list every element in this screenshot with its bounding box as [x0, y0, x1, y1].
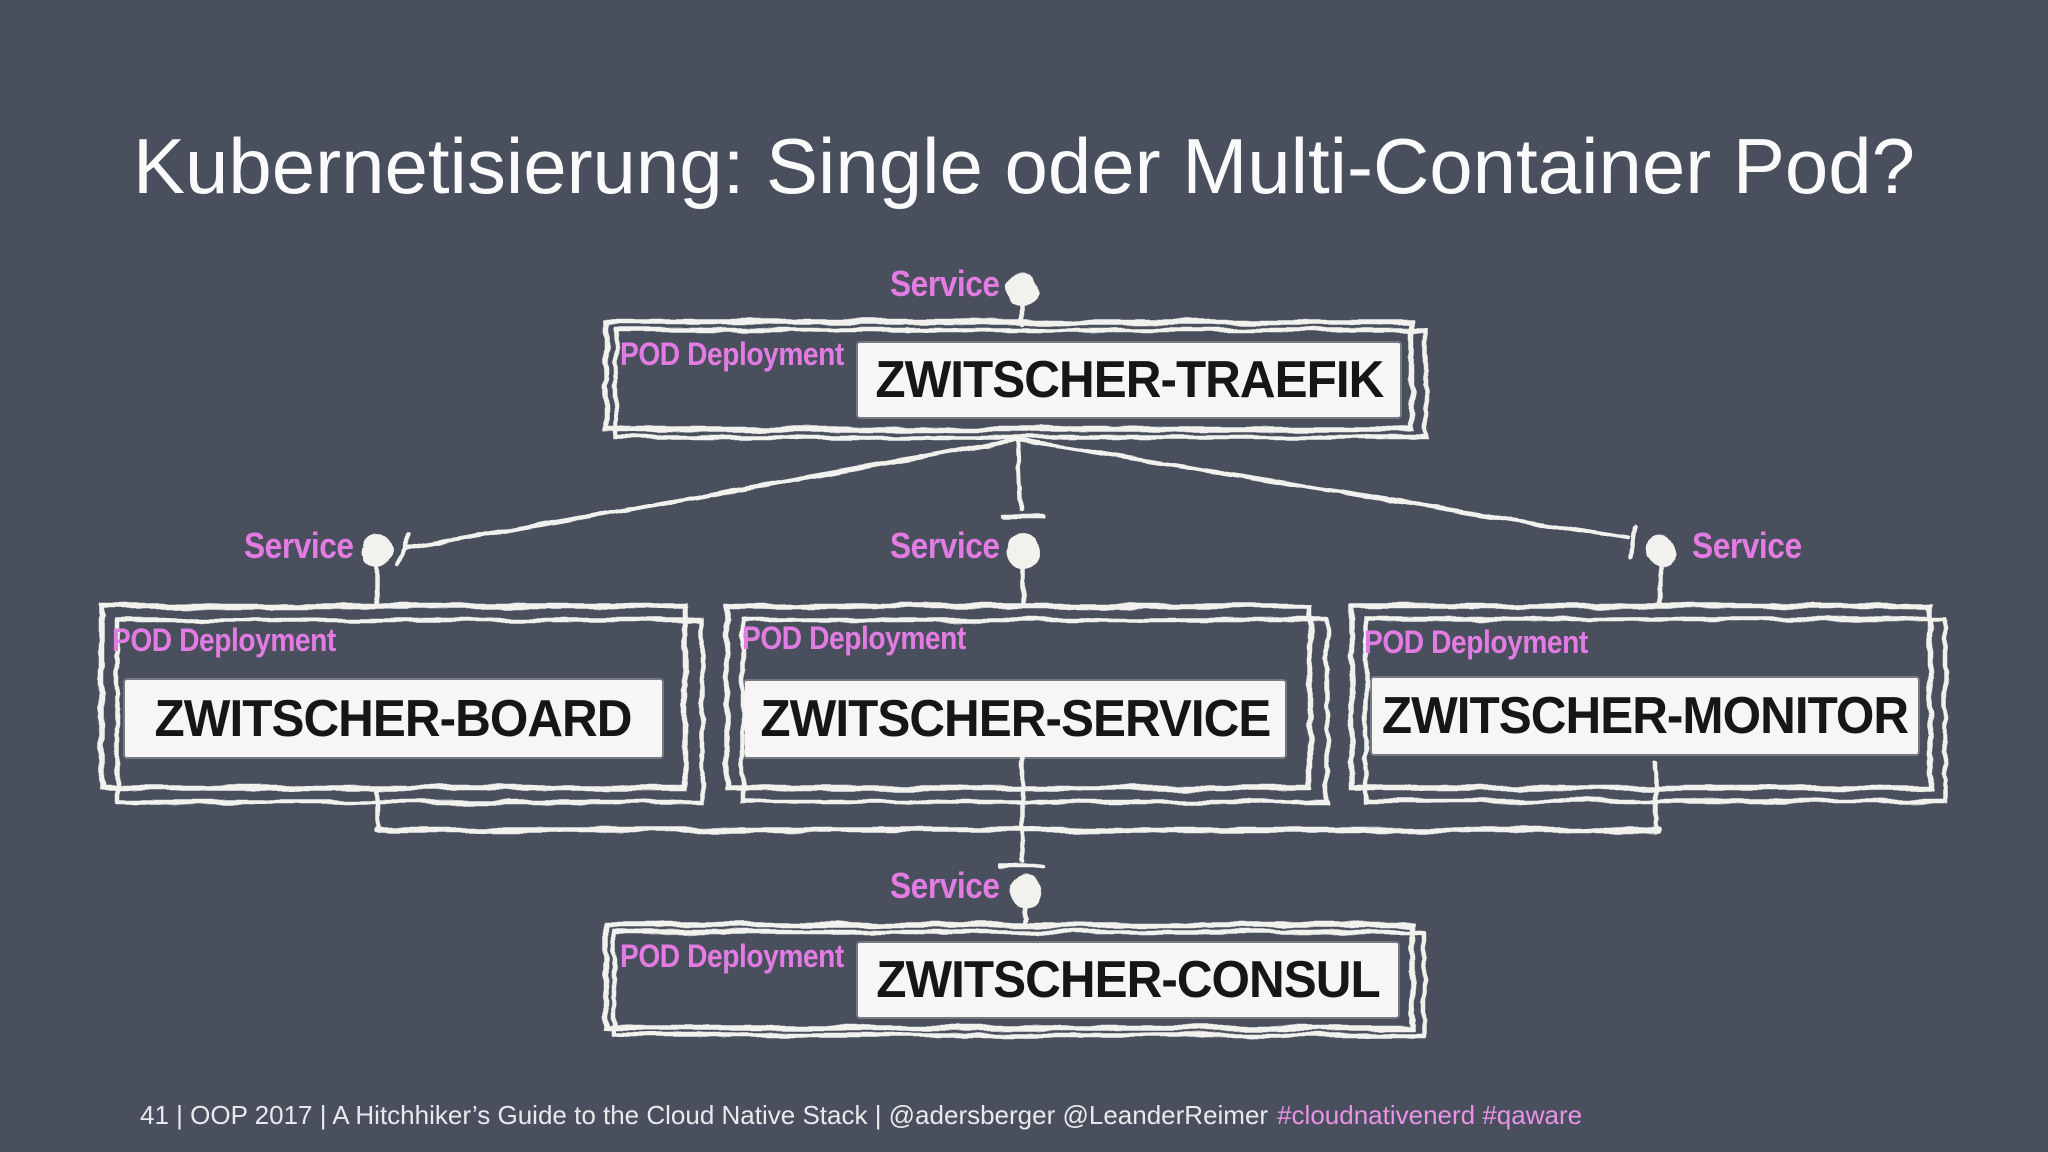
- service-label-service: Service: [890, 525, 1000, 566]
- slide-title: Kubernetisierung: Single oder Multi-Cont…: [132, 122, 1916, 210]
- service-label-board: Service: [244, 525, 354, 566]
- pod-deployment-label-monitor: POD Deployment: [1364, 624, 1588, 660]
- service-label-monitor: Service: [1692, 525, 1802, 566]
- slide-footer: 41 | OOP 2017 | A Hitchhiker’s Guide to …: [140, 1100, 1582, 1131]
- service-lollipop-icon-board: [361, 535, 393, 567]
- container-name-plate-traefik: ZWITSCHER-TRAEFIK: [858, 343, 1400, 417]
- pod-deployment-label-consul: POD Deployment: [620, 938, 844, 974]
- footer-text: 41 | OOP 2017 | A Hitchhiker’s Guide to …: [140, 1100, 1269, 1130]
- pod-box-board-outline: [99, 603, 688, 791]
- pod-box-consul-outline: [603, 922, 1415, 1031]
- container-name-plate-service: ZWITSCHER-SERVICE: [745, 681, 1285, 757]
- socket-tbar-board: [396, 530, 413, 568]
- container-name-traefik: ZWITSCHER-TRAEFIK: [875, 351, 1384, 409]
- service-lollipop-icon-monitor: [1645, 535, 1677, 567]
- pod-box-monitor-outline: [1349, 603, 1933, 791]
- pod-box-service-outline-2: [740, 617, 1330, 805]
- pod-deployment-label-traefik: POD Deployment: [620, 336, 844, 372]
- service-lollipop-icon-consul: [1010, 875, 1042, 907]
- footer-hashtags: #cloudnativenerd #qaware: [1277, 1100, 1583, 1130]
- container-name-plate-monitor: ZWITSCHER-MONITOR: [1372, 678, 1918, 754]
- pod-box-board-outline-2: [114, 617, 705, 805]
- container-name-service: ZWITSCHER-SERVICE: [760, 690, 1271, 748]
- connector-traefik-to-service: [1015, 437, 1024, 513]
- pod-deployment-label-board: POD Deployment: [112, 622, 336, 658]
- container-name-plate-consul: ZWITSCHER-CONSUL: [858, 943, 1398, 1017]
- container-name-plate-board: ZWITSCHER-BOARD: [125, 680, 662, 757]
- service-lollipop-icon-traefik: [1005, 272, 1039, 306]
- container-name-board: ZWITSCHER-BOARD: [155, 689, 633, 748]
- container-name-consul: ZWITSCHER-CONSUL: [876, 951, 1380, 1009]
- connector-traefik-to-board: [402, 437, 1019, 552]
- service-label-traefik: Service: [890, 263, 1000, 304]
- service-label-consul: Service: [890, 865, 1000, 906]
- connector-traefik-to-monitor: [1013, 437, 1630, 541]
- pod-box-traefik-outline-2: [613, 327, 1429, 440]
- pod-box-service-outline: [724, 603, 1313, 791]
- service-lollipop-icon-service: [1007, 534, 1041, 568]
- pod-box-traefik-outline: [603, 319, 1415, 432]
- container-name-monitor: ZWITSCHER-MONITOR: [1381, 687, 1909, 745]
- pod-deployment-label-service: POD Deployment: [742, 620, 966, 656]
- socket-tbar-monitor: [1627, 524, 1637, 560]
- pod-box-consul-outline-2: [611, 929, 1427, 1038]
